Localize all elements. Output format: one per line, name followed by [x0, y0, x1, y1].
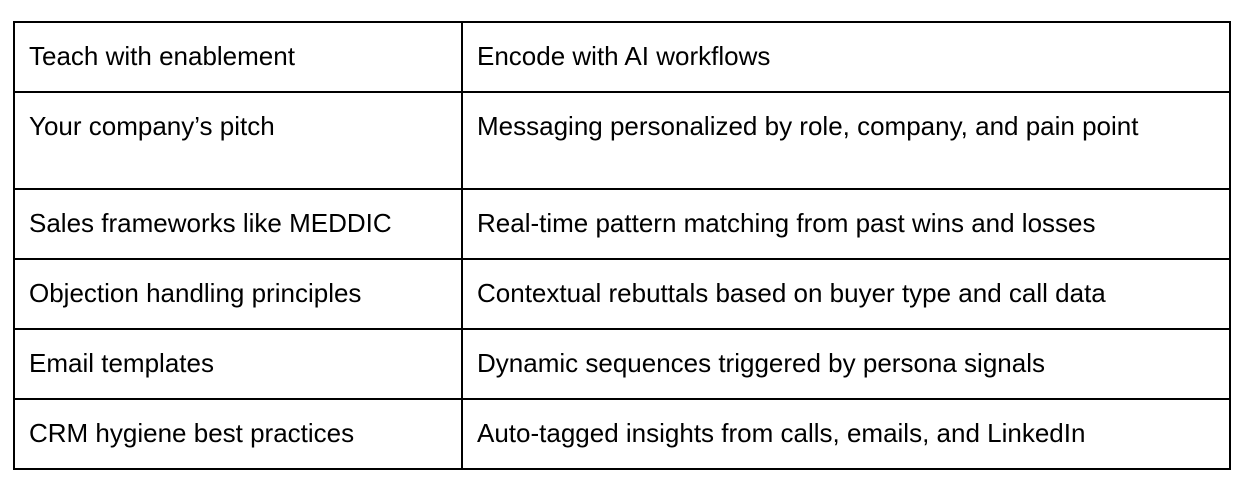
- comparison-table-container: Teach with enablement Encode with AI wor…: [13, 21, 1231, 470]
- table-cell-right: Dynamic sequences triggered by persona s…: [461, 328, 1231, 400]
- table-row: Email templates Dynamic sequences trigge…: [13, 328, 1231, 400]
- table-cell-right: Messaging personalized by role, company,…: [461, 91, 1231, 190]
- table-row: Teach with enablement Encode with AI wor…: [13, 21, 1231, 93]
- table-cell-left: Email templates: [13, 328, 463, 400]
- table-cell-right: Contextual rebuttals based on buyer type…: [461, 258, 1231, 330]
- table-row: Objection handling principles Contextual…: [13, 258, 1231, 330]
- table-cell-left: CRM hygiene best practices: [13, 398, 463, 470]
- table-cell-left: Sales frameworks like MEDDIC: [13, 188, 463, 260]
- table-row: Your company’s pitch Messaging personali…: [13, 91, 1231, 190]
- comparison-table: Teach with enablement Encode with AI wor…: [13, 21, 1231, 470]
- table-cell-left: Teach with enablement: [13, 21, 463, 93]
- table-cell-left: Your company’s pitch: [13, 91, 463, 190]
- table-row: Sales frameworks like MEDDIC Real-time p…: [13, 188, 1231, 260]
- table-cell-right: Encode with AI workflows: [461, 21, 1231, 93]
- table-cell-left: Objection handling principles: [13, 258, 463, 330]
- table-cell-right: Auto-tagged insights from calls, emails,…: [461, 398, 1231, 470]
- table-cell-right: Real-time pattern matching from past win…: [461, 188, 1231, 260]
- table-row: CRM hygiene best practices Auto-tagged i…: [13, 398, 1231, 470]
